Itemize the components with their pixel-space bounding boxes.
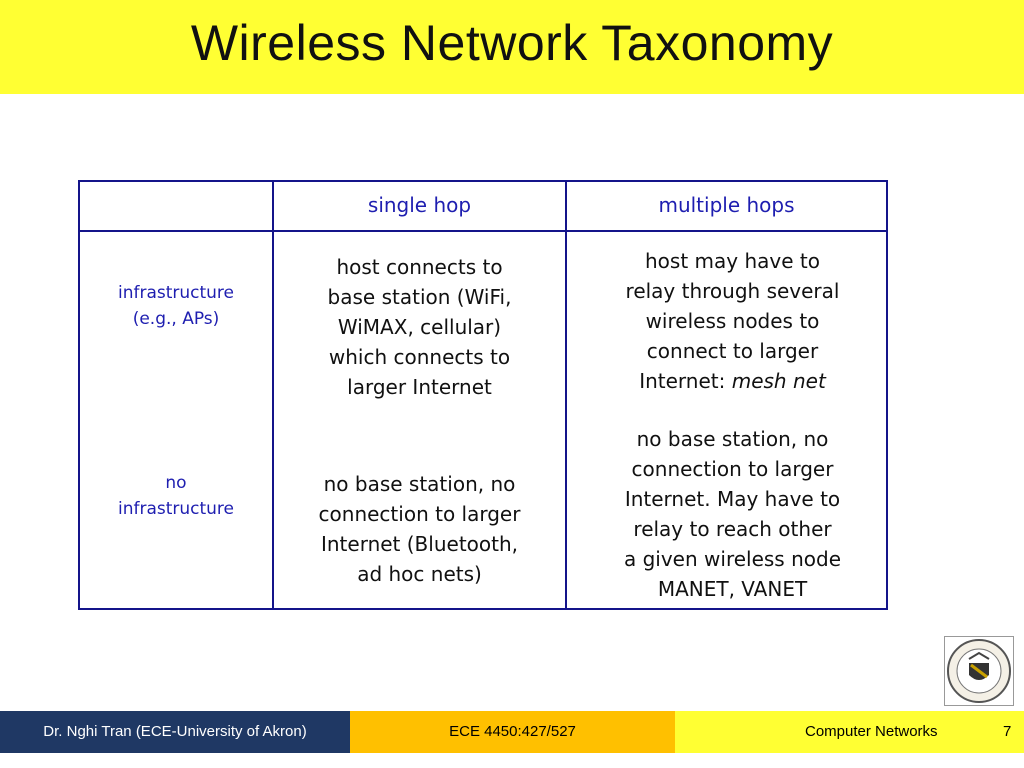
col-header-multiple-hops: multiple hops [658, 193, 795, 217]
table-divider-col2 [565, 182, 567, 608]
cell-line: Internet: mesh net [580, 366, 885, 396]
row-label-line: infrastructure [117, 283, 235, 303]
cell-line: host connects to [336, 255, 503, 279]
cell-line: Internet (Bluetooth, [320, 532, 519, 556]
cell-noinfra-single-hop: no base station, no connection to larger… [282, 469, 557, 589]
cell-line: connection to larger [631, 457, 834, 481]
table-header-divider [80, 230, 886, 232]
taxonomy-table: single hop multiple hops infrastructure … [78, 180, 888, 610]
row-label-infrastructure: infrastructure (e.g., APs) [80, 280, 272, 332]
footer-course: ECE 4450:427/527 [350, 711, 675, 753]
title-bar [0, 0, 1024, 94]
cell-line: wireless nodes to [645, 309, 820, 333]
footer-topic: Computer Networks [805, 723, 938, 740]
cell-line: relay through several [625, 279, 840, 303]
slide-title: Wireless Network Taxonomy [190, 15, 834, 71]
row-label-line: infrastructure [117, 499, 235, 519]
cell-line: MANET, VANET [657, 577, 808, 601]
cell-infra-multiple-hops: host may have to relay through several w… [580, 246, 885, 396]
cell-line: connect to larger [646, 339, 819, 363]
cell-line: relay to reach other [633, 517, 832, 541]
cell-line: base station (WiFi, [327, 285, 512, 309]
row-label-line: (e.g., APs) [132, 309, 220, 329]
footer-bar: Dr. Nghi Tran (ECE-University of Akron) … [0, 711, 1024, 753]
cell-text: Internet: [639, 369, 732, 393]
cell-text-italic: mesh net [731, 369, 826, 393]
university-seal-logo [944, 636, 1014, 706]
col-header-single-hop: single hop [367, 193, 472, 217]
cell-line: WiMAX, cellular) [337, 315, 502, 339]
cell-noinfra-multiple-hops: no base station, no connection to larger… [580, 424, 885, 604]
table-divider-col1 [272, 182, 274, 608]
cell-line: which connects to [328, 345, 511, 369]
footer-right-section: Computer Networks 7 [675, 711, 1024, 753]
cell-line: ad hoc nets) [357, 562, 482, 586]
cell-line: no base station, no [636, 427, 829, 451]
cell-line: a given wireless node [623, 547, 841, 571]
cell-line: host may have to [645, 249, 820, 273]
seal-icon [947, 639, 1011, 703]
footer-page-number: 7 [1003, 723, 1012, 740]
cell-line: larger Internet [347, 375, 492, 399]
footer-author: Dr. Nghi Tran (ECE-University of Akron) [0, 711, 350, 753]
cell-infra-single-hop: host connects to base station (WiFi, WiM… [292, 252, 547, 402]
row-label-no-infrastructure: no infrastructure [80, 470, 272, 522]
cell-line: connection to larger [318, 502, 521, 526]
cell-line: no base station, no [323, 472, 516, 496]
row-label-line: no [165, 473, 187, 493]
cell-line: Internet. May have to [624, 487, 841, 511]
